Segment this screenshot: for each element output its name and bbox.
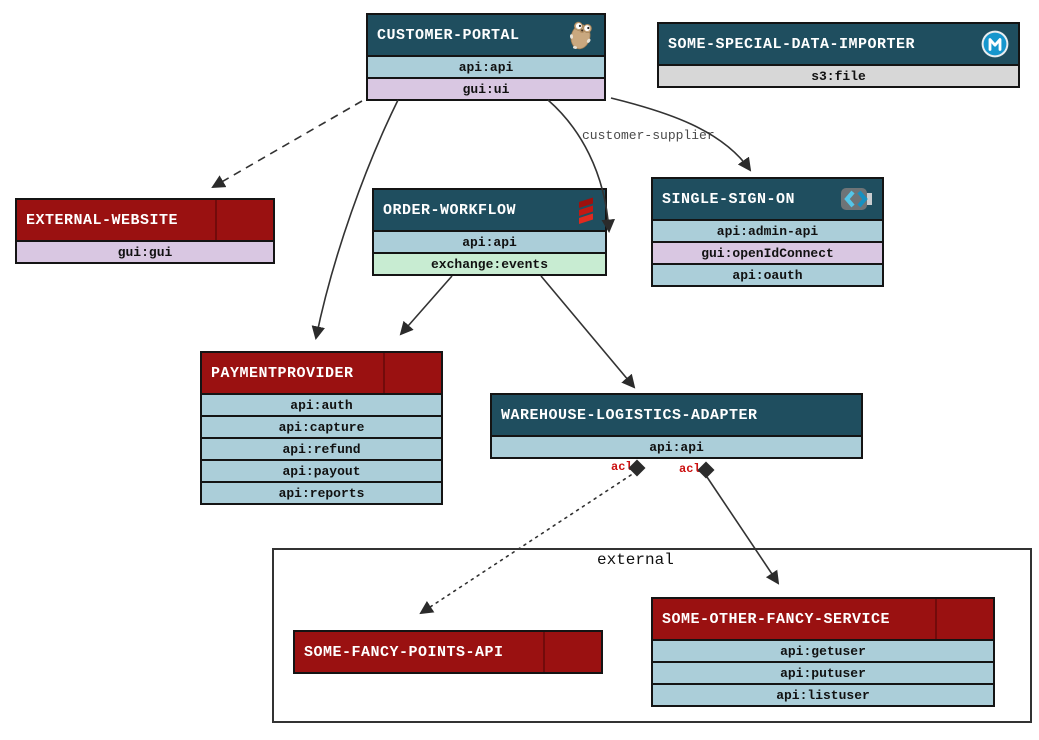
node-order-workflow-title: ORDER-WORKFLOW	[383, 201, 517, 219]
node-warehouse-logistics-adapter: WAREHOUSE-LOGISTICS-ADAPTER api:api	[490, 393, 863, 459]
interface-row: api:reports	[202, 481, 441, 503]
edge-label-acl-left: acl	[611, 460, 633, 474]
interface-row: api:api	[368, 55, 604, 77]
node-external-website: EXTERNAL-WEBSITE gui:gui	[15, 198, 275, 264]
node-some-fancy-points-api: SOME-FANCY-POINTS-API	[293, 630, 603, 674]
node-some-special-data-importer: SOME-SPECIAL-DATA-IMPORTER s3:file	[657, 22, 1020, 88]
external-group-label: external	[597, 551, 674, 569]
edge-customer-portal-to-external-website	[211, 100, 363, 189]
node-some-fancy-points-api-header: SOME-FANCY-POINTS-API	[295, 632, 601, 672]
interface-row: exchange:events	[374, 252, 605, 274]
node-paymentprovider-header: PAYMENTPROVIDER	[202, 353, 441, 393]
interface-row: api:putuser	[653, 661, 993, 683]
gopher-icon	[567, 19, 595, 51]
node-external-website-header: EXTERNAL-WEBSITE	[17, 200, 273, 240]
interface-row: api:oauth	[653, 263, 882, 285]
interface-row: api:api	[374, 230, 605, 252]
node-warehouse-logistics-adapter-title: WAREHOUSE-LOGISTICS-ADAPTER	[501, 406, 758, 424]
interface-row: api:refund	[202, 437, 441, 459]
mulesoft-icon	[981, 30, 1009, 58]
edge-order-workflow-to-paymentprovider	[399, 275, 453, 336]
node-customer-portal-title: CUSTOMER-PORTAL	[377, 26, 520, 44]
node-some-fancy-points-api-title: SOME-FANCY-POINTS-API	[304, 643, 504, 661]
interface-row: gui:ui	[368, 77, 604, 99]
node-some-other-fancy-service-title: SOME-OTHER-FANCY-SERVICE	[662, 610, 891, 628]
edge-label-customer-supplier: customer-supplier	[582, 128, 715, 143]
node-single-sign-on: SINGLE-SIGN-ON api:admin-api gui:openIdC…	[651, 177, 884, 287]
node-customer-portal-header: CUSTOMER-PORTAL	[368, 15, 604, 55]
interface-row: s3:file	[659, 64, 1018, 86]
interface-row: api:listuser	[653, 683, 993, 705]
external-group-box	[272, 548, 1032, 723]
interface-row: api:api	[492, 435, 861, 457]
node-paymentprovider: PAYMENTPROVIDER api:auth api:capture api…	[200, 351, 443, 505]
node-some-other-fancy-service: SOME-OTHER-FANCY-SERVICE api:getuser api…	[651, 597, 995, 707]
interface-row: api:getuser	[653, 639, 993, 661]
node-order-workflow: ORDER-WORKFLOW api:api exchange:events	[372, 188, 607, 276]
interface-row: gui:openIdConnect	[653, 241, 882, 263]
edge-label-acl-right: acl	[679, 462, 701, 476]
node-single-sign-on-header: SINGLE-SIGN-ON	[653, 179, 882, 219]
node-single-sign-on-title: SINGLE-SIGN-ON	[662, 190, 796, 208]
node-customer-portal: CUSTOMER-PORTAL	[366, 13, 606, 101]
interface-row: api:auth	[202, 393, 441, 415]
interface-row: gui:gui	[17, 240, 273, 262]
node-warehouse-logistics-adapter-header: WAREHOUSE-LOGISTICS-ADAPTER	[492, 395, 861, 435]
interface-row: api:capture	[202, 415, 441, 437]
sso-chevrons-icon	[841, 187, 873, 211]
node-some-special-data-importer-title: SOME-SPECIAL-DATA-IMPORTER	[668, 35, 916, 53]
node-order-workflow-header: ORDER-WORKFLOW	[374, 190, 605, 230]
interface-row: api:admin-api	[653, 219, 882, 241]
scala-icon	[576, 195, 596, 225]
node-external-website-title: EXTERNAL-WEBSITE	[26, 211, 179, 229]
node-some-special-data-importer-header: SOME-SPECIAL-DATA-IMPORTER	[659, 24, 1018, 64]
node-some-other-fancy-service-header: SOME-OTHER-FANCY-SERVICE	[653, 599, 993, 639]
node-paymentprovider-title: PAYMENTPROVIDER	[211, 364, 354, 382]
edge-order-workflow-to-warehouse	[540, 275, 636, 389]
interface-row: api:payout	[202, 459, 441, 481]
